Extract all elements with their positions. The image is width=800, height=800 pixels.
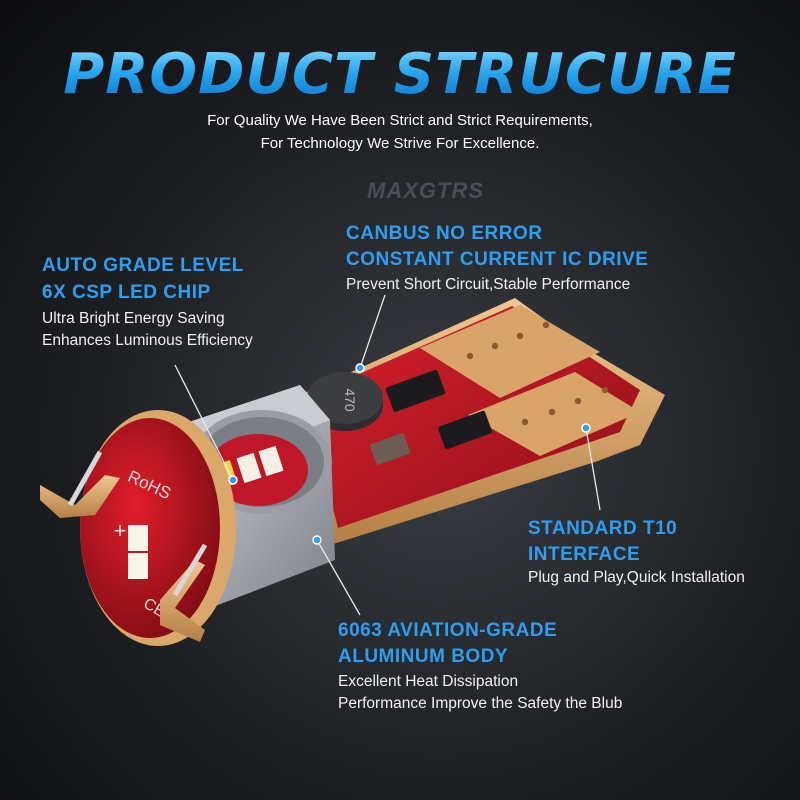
canbus-desc-1: Prevent Short Circuit,Stable Performance (346, 276, 631, 293)
body-title-2: ALUMINUM BODY (338, 646, 509, 667)
canbus-title-1: CANBUS NO ERROR (346, 223, 543, 244)
pcb-board (300, 298, 665, 545)
interface-title-1: STANDARD T10 (528, 518, 678, 539)
led-chip-title-1: AUTO GRADE LEVEL (42, 255, 244, 276)
subtitle-line-2: For Technology We Strive For Excellence. (260, 135, 540, 152)
subtitle-line-1: For Quality We Have Been Strict and Stri… (207, 112, 593, 129)
led-chip-desc-1: Ultra Bright Energy Saving (42, 310, 225, 327)
interface-desc-1: Plug and Play,Quick Installation (528, 569, 745, 586)
body-title-1: 6063 AVIATION-GRADE (338, 620, 558, 641)
callout-lines (174, 294, 601, 616)
led-chip-desc-2: Enhances Luminous Efficiency (42, 332, 253, 349)
capacitor-code: 470 (342, 388, 358, 412)
front-disc: RoHS + CE (80, 410, 236, 646)
interface-title-2: INTERFACE (528, 544, 641, 565)
callout-dots (228, 363, 591, 545)
page-title: PRODUCT STRUCURE (0, 42, 800, 107)
body-desc-1: Excellent Heat Dissipation (338, 673, 519, 690)
brand-watermark: MAXGTRS (367, 178, 484, 203)
plus-mark: + (114, 518, 127, 543)
led-chip-title-2: 6X CSP LED CHIP (42, 282, 211, 303)
bulb-legs (40, 450, 208, 642)
canbus-title-2: CONSTANT CURRENT IC DRIVE (346, 249, 649, 270)
body-desc-2: Performance Improve the Safety the Blub (338, 695, 623, 712)
